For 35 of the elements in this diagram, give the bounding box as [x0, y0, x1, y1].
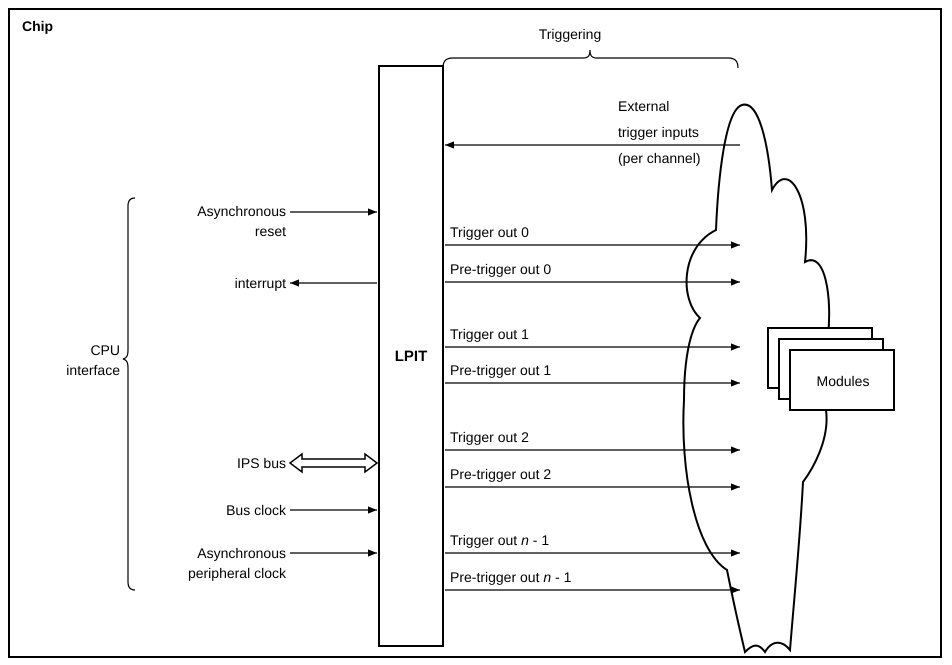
arrow	[290, 549, 377, 557]
arrow	[445, 446, 740, 454]
module-label: Modules	[816, 372, 870, 391]
arrow	[445, 241, 740, 249]
arrow	[445, 141, 740, 149]
signal-label: Bus clock	[150, 500, 286, 522]
arrow	[290, 506, 377, 514]
signal-label: Asynchronous reset	[186, 201, 286, 245]
arrow	[290, 208, 377, 216]
arrow	[445, 586, 740, 594]
arrow	[290, 279, 377, 287]
frame-title: Chip	[22, 17, 54, 36]
arrow	[445, 483, 740, 491]
edge-label: Trigger out 2	[450, 428, 529, 447]
signal-label: Asynchronous peripheral clock	[176, 543, 286, 587]
double-bus-arrow	[288, 452, 378, 474]
edge-label: Trigger out 1	[450, 325, 529, 344]
signal-label: interrupt	[150, 273, 286, 295]
arrow	[445, 278, 740, 286]
edge-label: Pre-trigger out n - 1	[450, 568, 572, 587]
arrow	[445, 343, 740, 351]
group-label: Triggering	[538, 25, 602, 44]
edge-label: Pre-trigger out 2	[450, 465, 552, 484]
arrow	[445, 549, 740, 557]
edge-label: External trigger inputs (per channel)	[618, 97, 702, 168]
signal-label: IPS bus	[150, 453, 286, 475]
stacked-module-boxes	[767, 327, 897, 412]
edge-label: Pre-trigger out 1	[450, 361, 552, 380]
chip-frame	[8, 8, 942, 658]
edge-label: Pre-trigger out 0	[450, 260, 552, 279]
edge-label: Trigger out 0	[450, 223, 529, 242]
edge-label: Trigger out n - 1	[450, 531, 550, 550]
group-label: CPU interface	[65, 341, 120, 380]
arrow	[445, 379, 740, 387]
block-box: LPIT	[378, 65, 444, 647]
